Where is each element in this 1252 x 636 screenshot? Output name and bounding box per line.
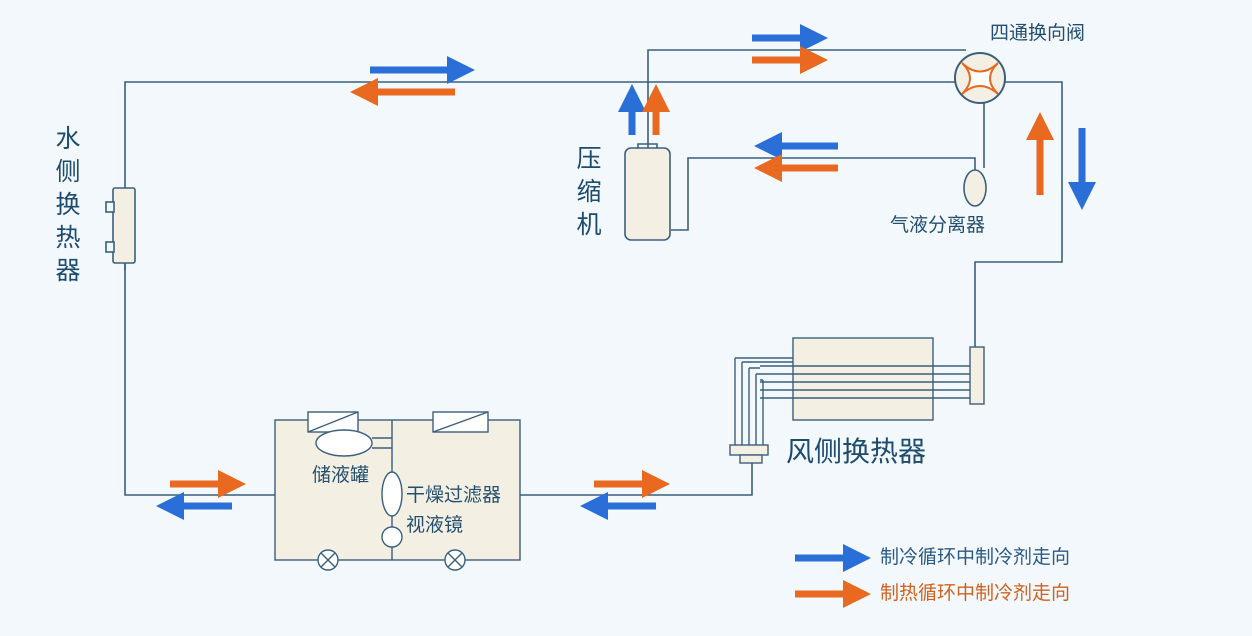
gas-liquid-separator-label: 气液分离器 [890, 214, 986, 236]
compressor-unit [624, 143, 671, 241]
drying-filter-label: 干燥过滤器 [406, 484, 502, 506]
air-side-exchanger-label: 风侧换热器 [786, 435, 927, 468]
liquid-receiver-label: 储液罐 [312, 464, 370, 486]
sight-glass-label: 视液镜 [406, 514, 464, 536]
legend-heating-label: 制热循环中制冷剂走向 [880, 582, 1071, 604]
four-way-valve [954, 52, 1006, 104]
receiver-filter-box [274, 411, 521, 571]
legend-cooling-label: 制冷循环中制冷剂走向 [880, 546, 1071, 568]
water-side-exchanger [105, 187, 136, 264]
compressor-label: 压缩机 [576, 144, 602, 239]
flow-arrows [156, 24, 1096, 608]
gas-liquid-separator [963, 169, 987, 207]
water-side-exchanger-label: 水侧换热器 [55, 124, 81, 285]
air-side-exchanger [729, 337, 985, 464]
four-way-valve-label: 四通换向阀 [990, 22, 1086, 44]
